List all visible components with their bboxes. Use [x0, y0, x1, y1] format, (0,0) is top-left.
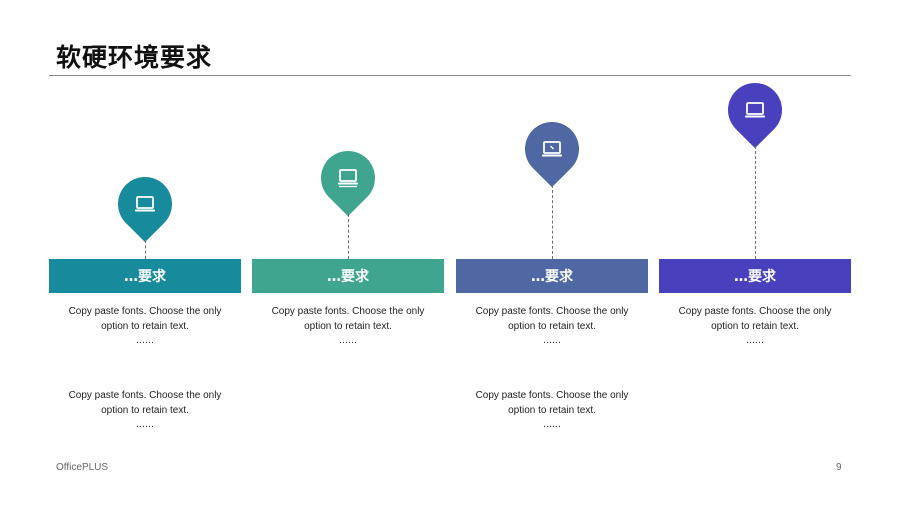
ellipsis: …… [339, 336, 357, 346]
ellipsis: …… [543, 420, 561, 430]
requirement-text: Copy paste fonts. Choose the only option… [49, 304, 241, 349]
footer-brand: OfficePLUS [56, 462, 109, 473]
laptop-icon [542, 141, 562, 157]
laptop-icon [745, 102, 765, 118]
requirement-text: Copy paste fonts. Choose the only option… [252, 304, 444, 349]
title-divider [49, 75, 851, 76]
ellipsis: …… [746, 336, 764, 346]
requirement-text: Copy paste fonts. Choose the only option… [659, 304, 851, 349]
text-line: option to retain text. [508, 321, 596, 332]
ellipsis: …… [136, 420, 154, 430]
requirement-column-1: …要求 Copy paste fonts. Choose the only op… [49, 0, 241, 506]
dashed-connector [145, 240, 146, 259]
requirement-column-4: …要求 Copy paste fonts. Choose the only op… [659, 0, 851, 506]
page-number: 9 [836, 462, 842, 473]
requirement-text: Copy paste fonts. Choose the only option… [456, 304, 648, 349]
requirement-column-2: …要求 Copy paste fonts. Choose the only op… [252, 0, 444, 506]
requirement-bar: …要求 [456, 259, 648, 293]
dashed-connector [348, 214, 349, 259]
text-line: Copy paste fonts. Choose the only [68, 390, 222, 401]
slide-title: 软硬环境要求 [56, 43, 213, 72]
dashed-connector [755, 146, 756, 259]
text-line: Copy paste fonts. Choose the only [271, 306, 425, 317]
text-line: option to retain text. [304, 321, 392, 332]
text-line: Copy paste fonts. Choose the only [475, 390, 629, 401]
requirement-bar: …要求 [659, 259, 851, 293]
requirement-column-3: …要求 Copy paste fonts. Choose the only op… [456, 0, 648, 506]
ellipsis: …… [136, 336, 154, 346]
requirement-text: Copy paste fonts. Choose the only option… [456, 388, 648, 433]
requirement-text: Copy paste fonts. Choose the only option… [49, 388, 241, 433]
text-line: Copy paste fonts. Choose the only [678, 306, 832, 317]
text-line: option to retain text. [101, 321, 189, 332]
laptop-icon [338, 169, 358, 188]
text-line: Copy paste fonts. Choose the only [475, 306, 629, 317]
text-line: option to retain text. [508, 405, 596, 416]
laptop-icon [135, 196, 155, 212]
requirement-bar: …要求 [252, 259, 444, 293]
ellipsis: …… [543, 336, 561, 346]
text-line: Copy paste fonts. Choose the only [68, 306, 222, 317]
requirement-bar: …要求 [49, 259, 241, 293]
text-line: option to retain text. [101, 405, 189, 416]
dashed-connector [552, 185, 553, 259]
text-line: option to retain text. [711, 321, 799, 332]
